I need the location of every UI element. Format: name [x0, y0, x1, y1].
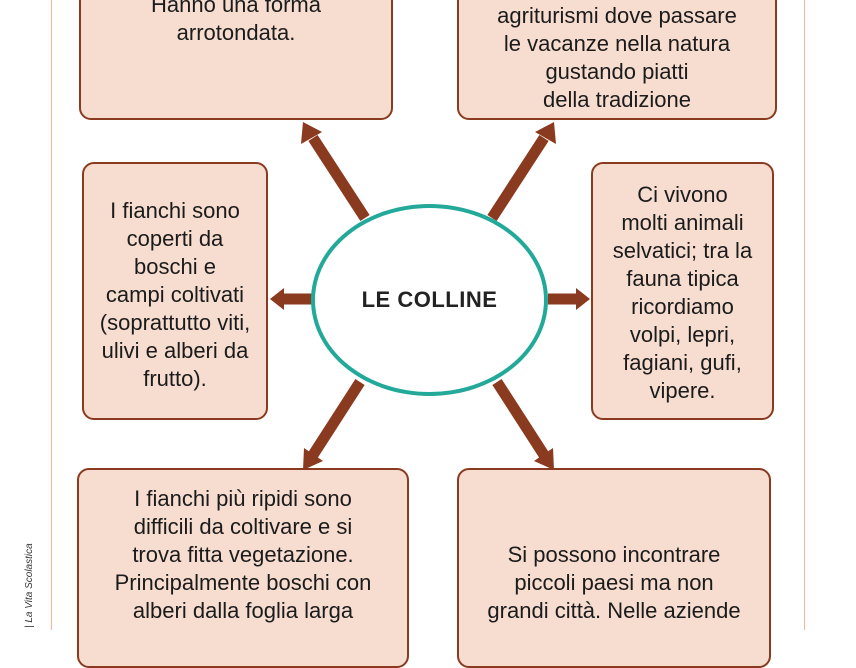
box-middle-right-text: Ci vivono molti animali selvatici; tra l…	[612, 182, 753, 403]
box-bottom-right: Si possono incontrare piccoli paesi ma n…	[457, 468, 771, 668]
arrow-shaft-bottom-left	[308, 379, 365, 458]
arrow-shaft-bottom-right	[492, 379, 549, 458]
box-top-left-text: Hanno una forma arrotondata.	[151, 0, 321, 45]
box-bottom-left: I fianchi più ripidi sono difficili da c…	[77, 468, 409, 668]
box-bottom-right-text: Si possono incontrare piccoli paesi ma n…	[487, 542, 741, 623]
arrows-layer	[270, 122, 590, 470]
center-ellipse: LE COLLINE	[311, 204, 548, 396]
arrowhead-top-left	[301, 122, 322, 144]
box-middle-left: I fianchi sono coperti da boschi e campi…	[82, 162, 268, 420]
box-middle-left-text: I fianchi sono coperti da boschi e campi…	[99, 198, 251, 391]
credit-text: | La Vita Scolastica	[24, 543, 35, 628]
arrowhead-top-right	[535, 122, 556, 144]
arrowhead-left	[270, 288, 284, 310]
arrowhead-right	[576, 288, 590, 310]
arrowhead-bottom-left	[303, 448, 323, 470]
center-label: LE COLLINE	[361, 287, 498, 312]
arrowhead-bottom-right	[534, 448, 554, 470]
arrow-shaft-top-left	[308, 135, 370, 221]
frame-line-left	[51, 0, 52, 630]
box-top-right-text: agriturismi dove passare le vacanze nell…	[497, 3, 737, 112]
box-middle-right: Ci vivono molti animali selvatici; tra l…	[591, 162, 774, 420]
arrow-shaft-top-right	[487, 135, 549, 221]
frame-line-right	[804, 0, 805, 630]
box-top-left: Hanno una forma arrotondata.	[79, 0, 393, 120]
box-bottom-left-text: I fianchi più ripidi sono difficili da c…	[114, 486, 372, 623]
box-top-right: agriturismi dove passare le vacanze nell…	[457, 0, 777, 120]
